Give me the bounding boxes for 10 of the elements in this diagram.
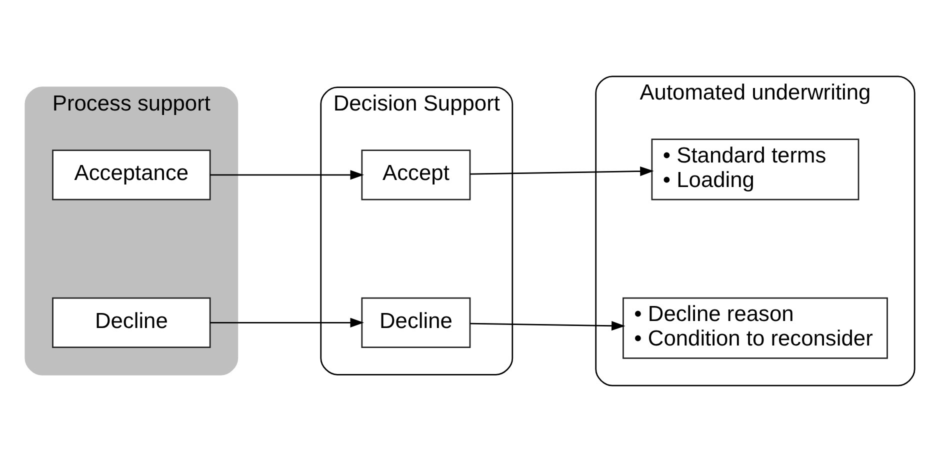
node-box: Decline	[361, 297, 471, 348]
arrow	[210, 318, 364, 328]
arrow	[470, 166, 654, 176]
arrow	[470, 321, 626, 331]
node-box: Acceptance	[52, 150, 211, 200]
node-box: • Decline reason • Condition to reconsider	[622, 297, 888, 359]
node-box: Decline	[52, 297, 211, 348]
node-box: Accept	[361, 150, 471, 200]
arrow	[210, 170, 364, 180]
node-box: • Standard terms • Loading	[651, 138, 860, 200]
